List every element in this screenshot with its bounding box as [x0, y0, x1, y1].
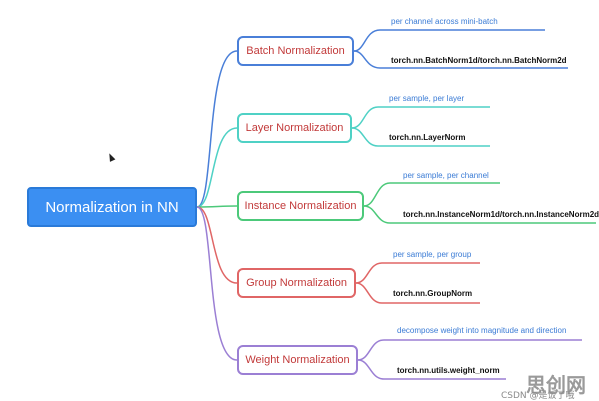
- node-batch-normalization[interactable]: Batch Normalization: [237, 36, 354, 66]
- node-instance-normalization[interactable]: Instance Normalization: [237, 191, 364, 221]
- node-group-normalization[interactable]: Group Normalization: [237, 268, 356, 298]
- group-norm-api: torch.nn.GroupNorm: [393, 289, 473, 298]
- layer-norm-description: per sample, per layer: [389, 94, 465, 103]
- instance-norm-description: per sample, per channel: [403, 171, 489, 180]
- batch-norm-api: torch.nn.BatchNorm1d/torch.nn.BatchNorm2…: [391, 56, 567, 65]
- watermark-credit: CSDN @是饭了哦: [501, 391, 575, 401]
- weight-norm-api: torch.nn.utils.weight_norm: [397, 366, 500, 375]
- weight-norm-description: decompose weight into magnitude and dire…: [397, 326, 567, 335]
- root-node[interactable]: Normalization in NN: [27, 187, 197, 227]
- node-weight-normalization[interactable]: Weight Normalization: [237, 345, 358, 375]
- group-norm-description: per sample, per group: [393, 250, 472, 259]
- watermark-brand: 思创网: [526, 373, 586, 397]
- instance-norm-api: torch.nn.InstanceNorm1d/torch.nn.Instanc…: [403, 210, 599, 219]
- node-layer-normalization[interactable]: Layer Normalization: [237, 113, 352, 143]
- layer-norm-api: torch.nn.LayerNorm: [389, 133, 466, 142]
- batch-norm-description: per channel across mini-batch: [391, 17, 498, 26]
